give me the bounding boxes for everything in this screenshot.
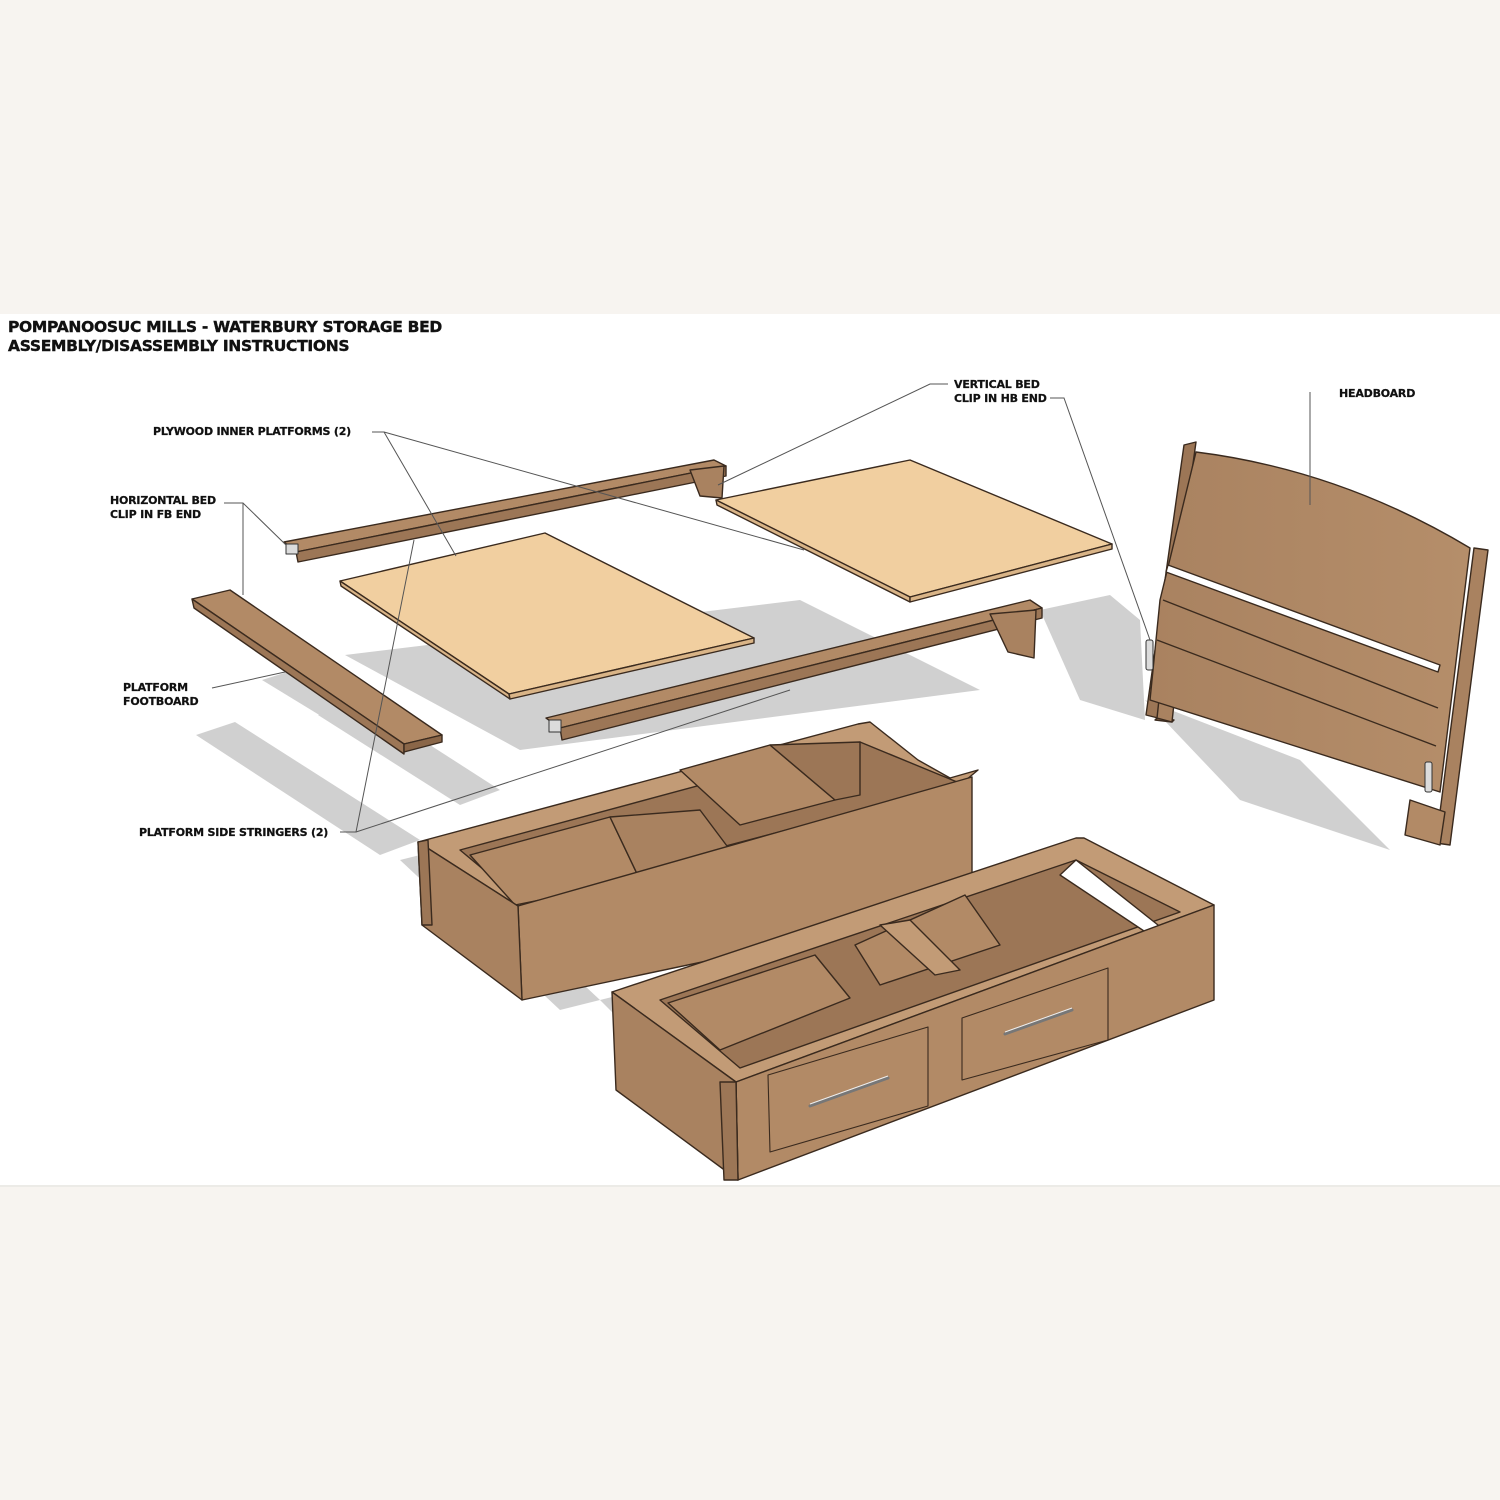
headboard <box>1145 441 1489 846</box>
title-line-1: POMPANOOSUC MILLS - WATERBURY STORAGE BE… <box>8 318 443 336</box>
callout-platform-footboard: PLATFORM FOOTBOARD <box>123 681 199 708</box>
callout-headboard: HEADBOARD <box>1339 387 1416 400</box>
callout-vertical-bed-clip: VERTICAL BED CLIP IN HB END <box>954 378 1047 405</box>
callout-horizontal-bed-clip: HORIZONTAL BED CLIP IN FB END <box>110 494 216 521</box>
document-title: POMPANOOSUC MILLS - WATERBURY STORAGE BE… <box>8 318 443 356</box>
platform-side-stringer-rear <box>283 459 727 563</box>
platform-side-stringer-front <box>545 599 1043 741</box>
plywood-inner-platform-front <box>339 532 755 700</box>
callout-plywood-inner-platforms: PLYWOOD INNER PLATFORMS (2) <box>153 425 352 438</box>
top-margin <box>0 0 1500 314</box>
plywood-inner-platform-rear <box>715 459 1113 603</box>
drawer-pull-right <box>1003 1008 1074 1036</box>
platform-footboard <box>191 589 443 755</box>
drawer-handles <box>808 1008 1074 1108</box>
drawer-pull-left <box>808 1076 890 1108</box>
bottom-margin <box>0 1187 1500 1500</box>
callout-platform-side-stringers: PLATFORM SIDE STRINGERS (2) <box>139 826 329 839</box>
storage-box-drawers <box>611 837 1215 1181</box>
storage-box-open <box>417 721 979 1001</box>
callout-leader-lines <box>211 383 1311 833</box>
title-line-2: ASSEMBLY/DISASSEMBLY INSTRUCTIONS <box>8 337 350 355</box>
